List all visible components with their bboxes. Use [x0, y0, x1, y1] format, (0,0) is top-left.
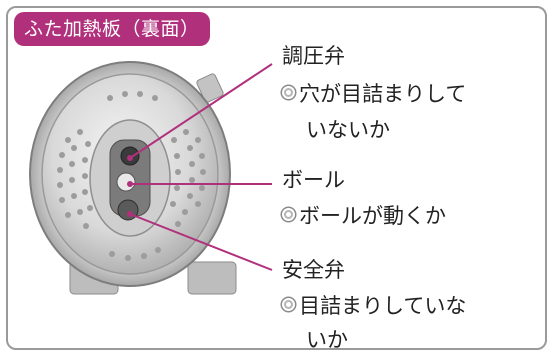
ball-note-line1: ボールが動くか	[282, 200, 446, 230]
pressure-valve-label: 調圧弁	[282, 44, 345, 68]
safety-valve-label: 安全弁	[282, 258, 345, 282]
plate-side-tab	[196, 73, 224, 103]
leader-line-safety-valve	[129, 213, 273, 271]
perforation-dots	[57, 91, 206, 261]
leader-lines	[129, 63, 273, 271]
double-circle-bullet-icon	[282, 298, 295, 311]
double-circle-bullet-icon	[282, 86, 295, 99]
section-title-badge: ふた加熱板（裏面）	[14, 12, 210, 46]
pressure-valve-note-line2: いないか	[306, 118, 390, 142]
ball-part	[116, 172, 136, 192]
double-circle-bullet-icon	[282, 208, 295, 221]
plate-foot-right	[187, 261, 237, 295]
leader-line-pressure-valve	[129, 63, 273, 159]
safety-valve-note-line2: いか	[306, 328, 348, 352]
safety-valve-note-line1: 目詰まりしていな	[282, 290, 466, 320]
ball-label: ボール	[282, 168, 345, 192]
pressure-valve-note-line1: 穴が目詰まりして	[282, 78, 466, 108]
